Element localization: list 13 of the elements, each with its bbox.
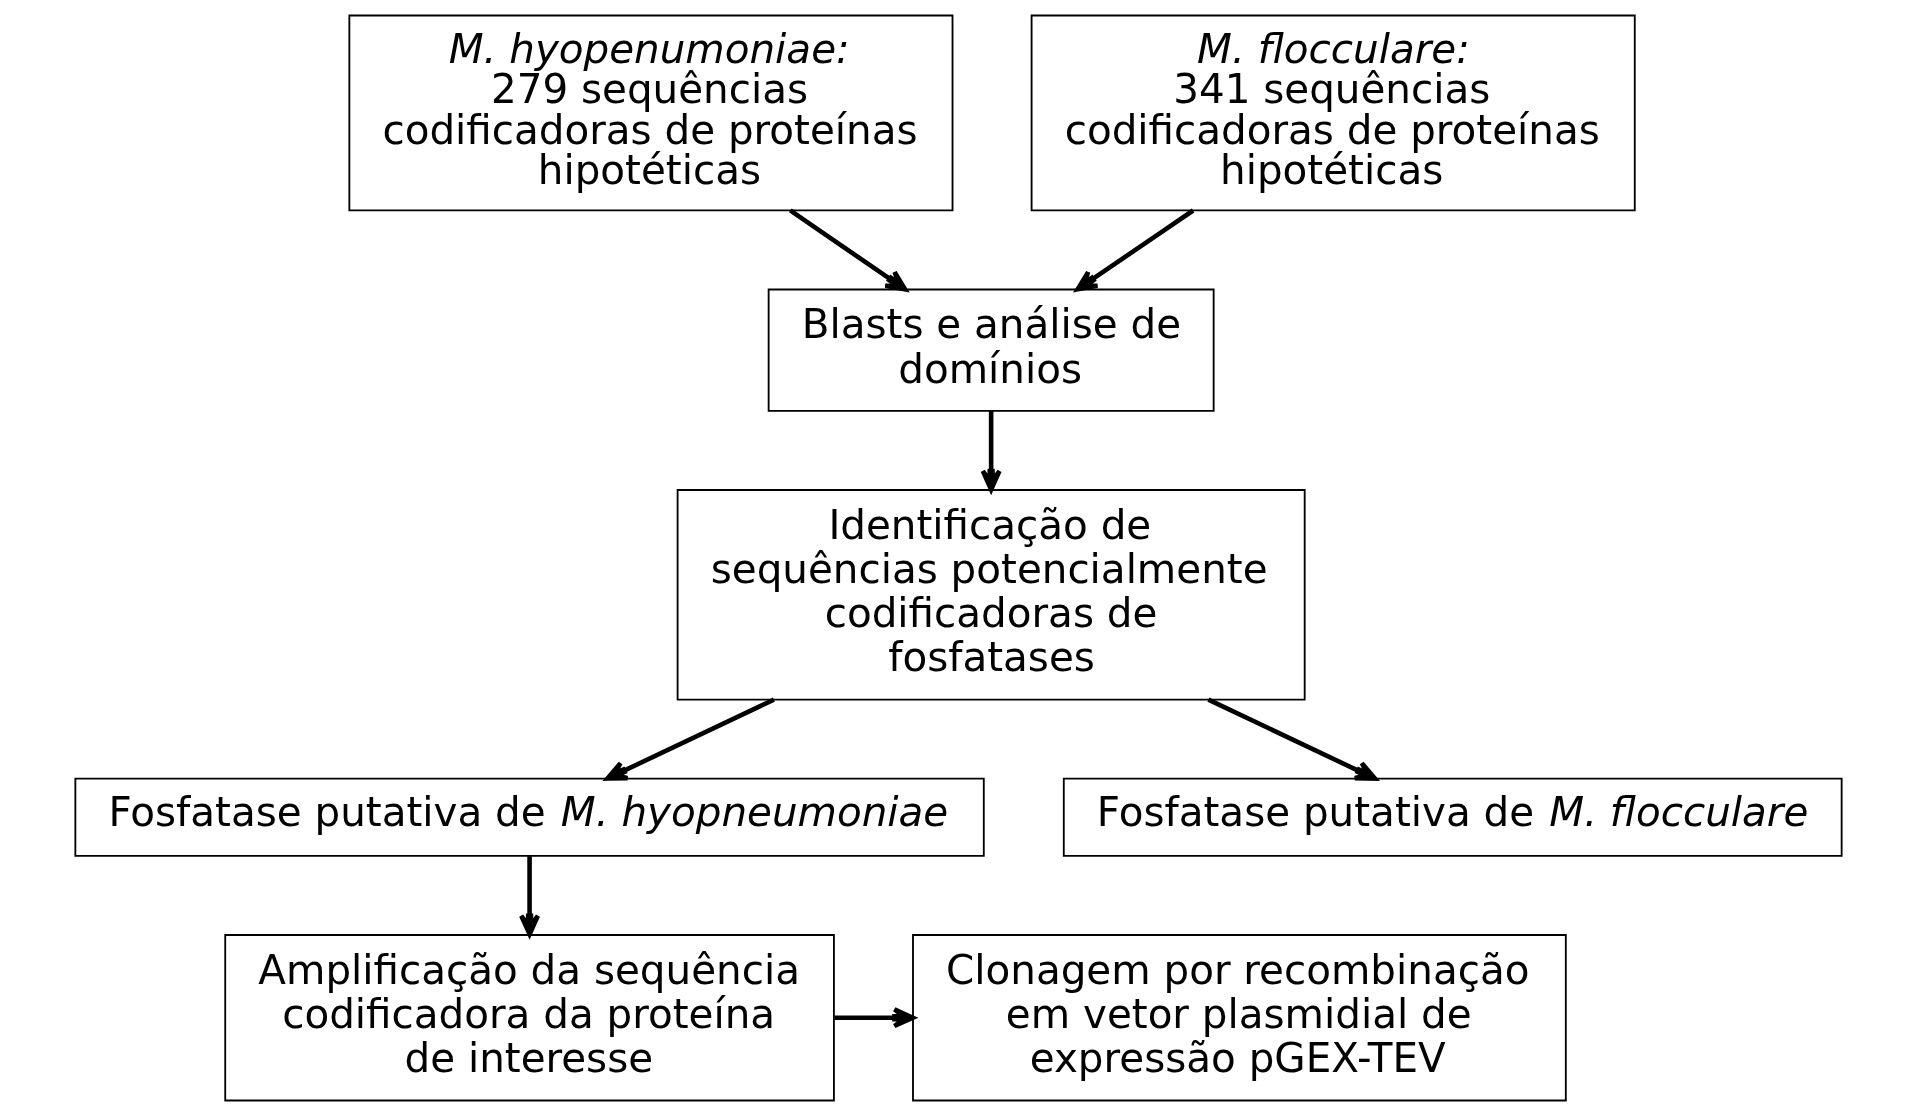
node-box: Identificação de sequências potencialmente codificadoras de fosfatases [676, 489, 1306, 701]
arrow [518, 856, 540, 937]
node-box: M. flocculare: 341 sequências codificadoras de proteínas hipotéticas [1030, 14, 1636, 212]
node-box: Fosfatase putativa de M. flocculare [1062, 777, 1843, 857]
arrow [604, 697, 775, 781]
node-box: Clonagem por recombinação em vetor plasmidial de expressão pGEX-TEV [911, 934, 1567, 1102]
arrow [1206, 697, 1377, 781]
node-box: Amplificação da sequência codificadora da proteína de interesse [223, 934, 835, 1102]
node-box: M. hyopenumoniae: 279 sequências codificadoras de proteínas hipotéticas [347, 14, 953, 212]
arrow [788, 208, 907, 292]
node-box: Fosfatase putativa de M. hyopneumoniae [73, 777, 985, 857]
arrow [1074, 208, 1194, 292]
node-box: Blasts e análise de domínios [767, 288, 1215, 412]
